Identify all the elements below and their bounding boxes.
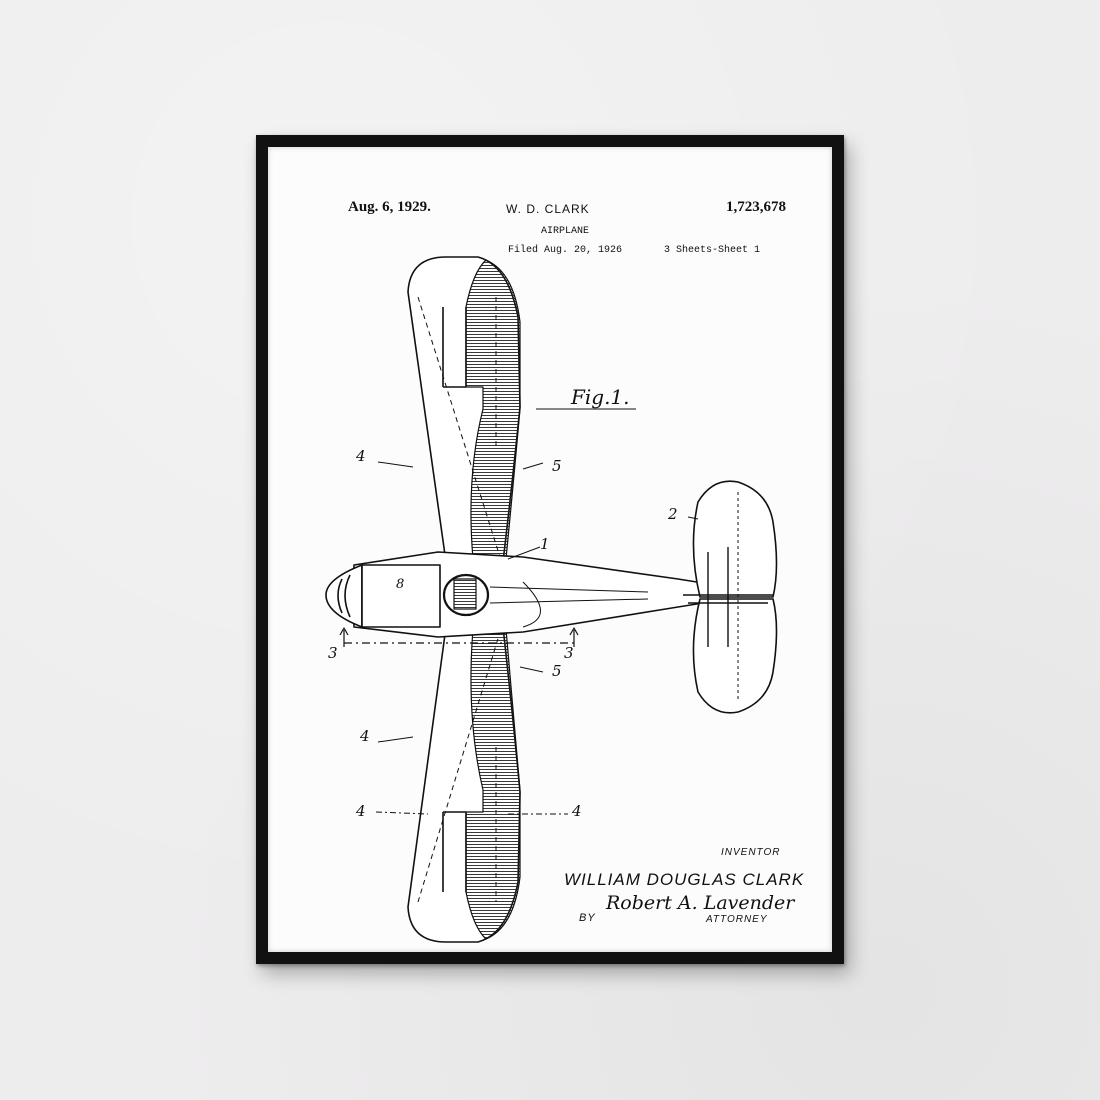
ref-label-engine: 8 xyxy=(396,577,405,592)
attorney-label: ATTORNEY xyxy=(706,914,768,925)
figure-label: Fig.1. xyxy=(571,385,630,409)
patent-title: AIRPLANE xyxy=(541,226,590,237)
patent-sheet: Aug. 6, 1929. W. D. CLARK 1,723,678 AIRP… xyxy=(268,147,832,952)
picture-frame: Aug. 6, 1929. W. D. CLARK 1,723,678 AIRP… xyxy=(256,135,844,964)
inventor-label: INVENTOR xyxy=(721,847,781,858)
ref-label-flap-lower: 5 xyxy=(552,662,562,680)
ref-label-wing-upper: 4 xyxy=(356,447,366,465)
engine-section xyxy=(361,564,441,628)
ref-label-flap-upper: 5 xyxy=(552,457,562,475)
attorney-signature: Robert A. Lavender xyxy=(606,892,795,914)
ref-label-fuselage: 1 xyxy=(540,535,550,553)
ref-label-section-right: 3 xyxy=(564,644,574,662)
tail-upper xyxy=(692,480,778,598)
tail-lower xyxy=(692,598,778,714)
nose-cowling xyxy=(325,564,363,628)
sheet-count: 3 Sheets-Sheet 1 xyxy=(664,245,761,256)
patent-date: Aug. 6, 1929. xyxy=(348,199,431,215)
inventor-name: WILLIAM DOUGLAS CLARK xyxy=(564,870,805,889)
ref-label-section-left: 3 xyxy=(328,644,338,662)
ref-label-tip-right: 4 xyxy=(572,802,582,820)
ref-label-wing-lower: 4 xyxy=(360,727,370,745)
patent-number: 1,723,678 xyxy=(726,199,786,215)
ref-label-tail: 2 xyxy=(668,505,678,523)
filed-date: Filed Aug. 20, 1926 xyxy=(508,245,623,256)
inventor-header: W. D. CLARK xyxy=(506,202,590,216)
airplane-drawing xyxy=(325,256,778,943)
ref-label-tip-left: 4 xyxy=(356,802,366,820)
by-label: BY xyxy=(579,912,596,924)
